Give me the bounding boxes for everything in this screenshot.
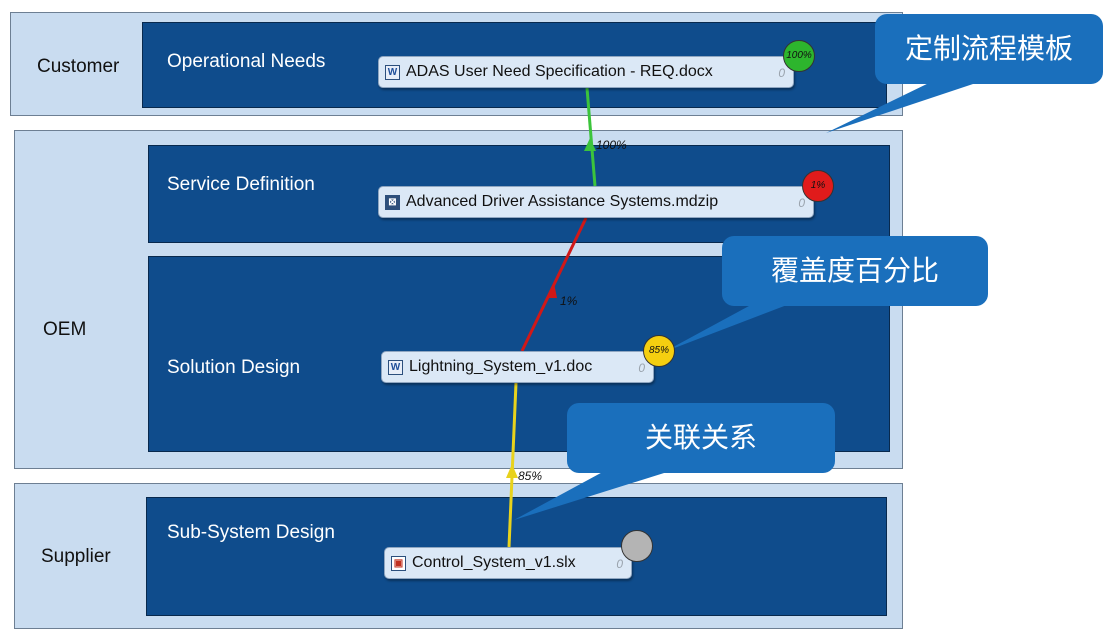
artifact-name: Advanced Driver Assistance Systems.mdzip — [406, 193, 719, 210]
phase-label-subsystem-design: Sub-System Design — [167, 522, 335, 543]
artifact-lightning-system[interactable]: W Lightning_System_v1.doc 0 — [381, 351, 654, 383]
callout-custom-template: 定制流程模板 — [875, 14, 1103, 84]
artifact-adas-user-need-spec[interactable]: W ADAS User Need Specification - REQ.doc… — [378, 56, 794, 88]
artifact-name: Control_System_v1.slx — [412, 554, 576, 571]
artifact-control-system[interactable]: ▣ Control_System_v1.slx 0 — [384, 547, 632, 579]
phase-label-service-definition: Service Definition — [167, 174, 315, 195]
trace-link-req-to-model[interactable] — [585, 87, 597, 187]
coverage-badge-100: 100% — [783, 40, 815, 72]
lane-label-supplier: Supplier — [41, 546, 111, 567]
model-file-icon: ⊠ — [385, 195, 400, 210]
trace-link-lightning-to-control[interactable] — [507, 382, 518, 548]
artifact-name: Lightning_System_v1.doc — [409, 358, 593, 375]
coverage-badge-1: 1% — [802, 170, 834, 202]
lane-label-customer: Customer — [37, 56, 120, 77]
callout-tail-template — [826, 80, 985, 133]
artifact-adas-model[interactable]: ⊠ Advanced Driver Assistance Systems.mdz… — [378, 186, 814, 218]
artifact-count: 0 — [616, 557, 623, 571]
phase-label-operational-needs: Operational Needs — [167, 51, 326, 72]
callout-relation: 关联关系 — [567, 403, 835, 473]
artifact-count: 0 — [638, 361, 645, 375]
artifact-count: 0 — [778, 66, 785, 80]
phase-label-solution-design: Solution Design — [167, 357, 301, 378]
coverage-badge-85: 85% — [643, 335, 675, 367]
arrow-head-icon — [506, 464, 518, 478]
coverage-badge-empty — [621, 530, 653, 562]
arrow-head-icon — [584, 138, 596, 151]
simulink-file-icon: ▣ — [391, 556, 406, 571]
callout-coverage-percentage: 覆盖度百分比 — [722, 236, 988, 306]
word-doc-icon: W — [388, 360, 403, 375]
callout-tail-relation — [514, 468, 680, 520]
artifact-count: 0 — [798, 196, 805, 210]
word-doc-icon: W — [385, 65, 400, 80]
trace-link-label-1: 1% — [560, 294, 578, 308]
callout-tail-coverage — [664, 300, 800, 352]
artifact-name: ADAS User Need Specification - REQ.docx — [406, 63, 713, 80]
trace-link-label-100: 100% — [596, 138, 627, 152]
arrow-head-icon — [546, 283, 557, 298]
trace-link-label-85: 85% — [518, 469, 542, 483]
lane-label-oem: OEM — [43, 319, 87, 340]
